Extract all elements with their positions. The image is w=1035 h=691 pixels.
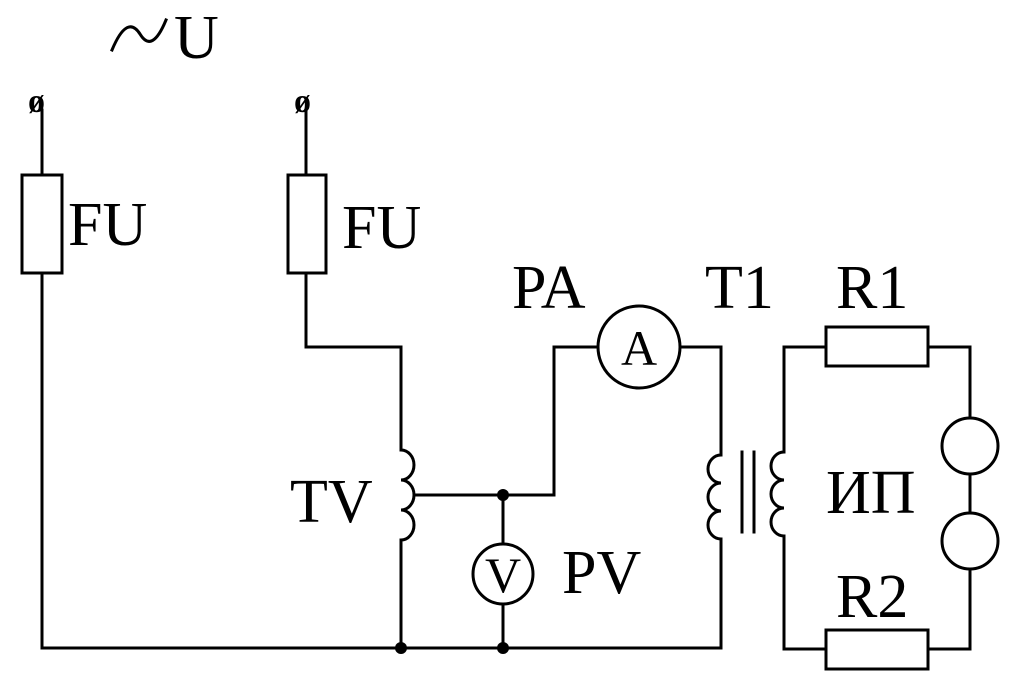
node-bottom-pv (497, 642, 509, 654)
wire-r1-right (926, 345, 972, 420)
fuse-left-label: FU (68, 191, 147, 259)
pa-label: PA (512, 254, 586, 322)
t1-secondary-winding (769, 450, 786, 538)
t1-primary-winding (706, 453, 723, 541)
fuse-right (286, 173, 328, 275)
r1-label: R1 (836, 254, 908, 322)
resistor-r1 (824, 325, 930, 368)
r2-label: R2 (836, 563, 908, 631)
fuse-right-label: FU (342, 194, 421, 262)
wire-t1-secondary-top (782, 345, 828, 454)
ip-label: ИП (826, 459, 916, 527)
wire-to-tv (304, 271, 403, 452)
wire-pa-to-t1 (678, 345, 723, 457)
ip-circle-top (940, 416, 1000, 476)
wire-tap (412, 345, 600, 497)
tv-label: TV (290, 468, 373, 536)
source-voltage-label: U (174, 4, 219, 72)
node-bottom-tv (395, 642, 407, 654)
resistor-r2 (824, 628, 930, 671)
voltmeter-letter: V (485, 547, 521, 603)
pv-label: PV (562, 539, 641, 607)
terminal-right: ø (294, 83, 311, 120)
t1-label: T1 (705, 254, 774, 322)
tv-winding (399, 448, 416, 542)
ac-sine-icon (110, 18, 168, 52)
ip-circle-bottom (940, 511, 1000, 571)
ammeter-letter: A (621, 320, 657, 376)
wire-t1-secondary-bottom (782, 534, 828, 651)
fuse-left (20, 173, 64, 275)
